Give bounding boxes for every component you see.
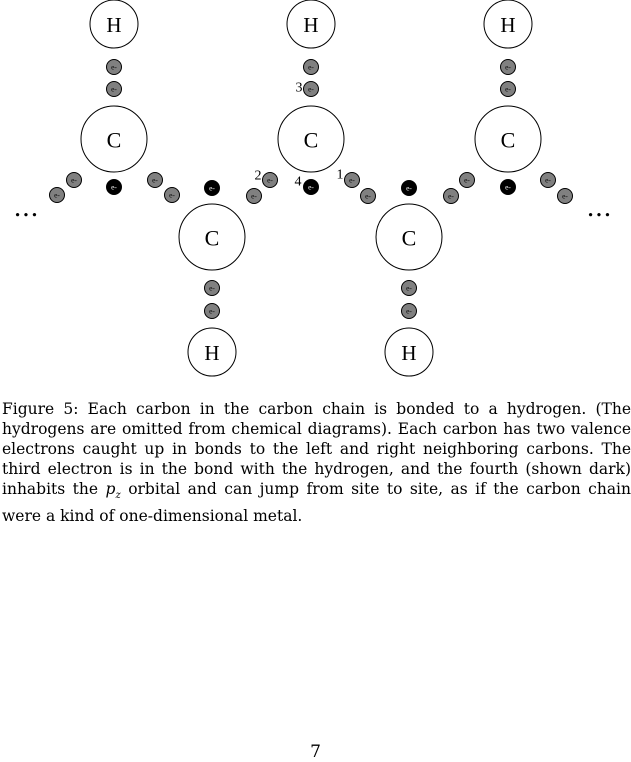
carbon-atom-label: C bbox=[501, 128, 516, 153]
bond-electron bbox=[344, 172, 360, 188]
bond-electron bbox=[303, 59, 319, 75]
electron-label: e- bbox=[209, 184, 215, 193]
electron-label: e- bbox=[349, 176, 355, 185]
carbon-atom-circle bbox=[277, 105, 345, 173]
bond-electron bbox=[557, 188, 573, 204]
bond-electron bbox=[66, 172, 82, 188]
bond-electron bbox=[246, 188, 262, 204]
electron-label: e- bbox=[505, 85, 511, 94]
pz-symbol: pz bbox=[105, 480, 121, 502]
hydrogen-atom-circle bbox=[89, 0, 139, 49]
pz-electron bbox=[401, 180, 417, 196]
carbon-atom-circle bbox=[178, 203, 246, 271]
hydrogen-atom-label: H bbox=[106, 13, 121, 37]
bond-electron bbox=[49, 187, 65, 203]
page-number: 7 bbox=[310, 742, 321, 762]
hydrogen-atom-circle bbox=[384, 327, 434, 377]
bond-electron bbox=[106, 59, 122, 75]
caption-text-1: Each carbon in the carbon chain is bonde… bbox=[2, 400, 631, 498]
bond-electron bbox=[443, 188, 459, 204]
electron-label: e- bbox=[448, 192, 454, 201]
bond-electron bbox=[262, 172, 278, 188]
carbon-atom-label: C bbox=[107, 128, 122, 153]
orbital-number-3: 3 bbox=[296, 81, 303, 96]
bond-electron bbox=[459, 172, 475, 188]
hydrogen-atom-label: H bbox=[303, 13, 318, 37]
bond-electron bbox=[500, 59, 516, 75]
orbital-number-2: 2 bbox=[255, 169, 262, 184]
electron-label: e- bbox=[505, 63, 511, 72]
electron-label: e- bbox=[111, 85, 117, 94]
bond-electron bbox=[401, 303, 417, 319]
pz-electron bbox=[204, 180, 220, 196]
ellipsis-left: • • • bbox=[15, 209, 37, 224]
bond-electron bbox=[204, 303, 220, 319]
bond-electron bbox=[360, 188, 376, 204]
orbital-number-1: 1 bbox=[337, 168, 344, 183]
carbon-atom-circle bbox=[375, 203, 443, 271]
figure-caption: Figure 5: Each carbon in the carbon chai… bbox=[2, 399, 631, 526]
electron-label: e- bbox=[209, 284, 215, 293]
electron-label: e- bbox=[251, 192, 257, 201]
bond-electron bbox=[303, 81, 319, 97]
carbon-atom-label: C bbox=[402, 226, 417, 251]
electron-label: e- bbox=[111, 63, 117, 72]
ellipsis-right: • • • bbox=[588, 209, 610, 224]
caption-label: Figure 5: bbox=[2, 400, 79, 418]
electron-label: e- bbox=[308, 85, 314, 94]
hydrogen-atom-circle bbox=[286, 0, 336, 49]
electron-label: e- bbox=[505, 183, 511, 192]
hydrogen-atom-label: H bbox=[500, 13, 515, 37]
hydrogen-atom-label: H bbox=[401, 341, 416, 365]
electron-label: e- bbox=[562, 192, 568, 201]
bond-electron bbox=[106, 81, 122, 97]
bond-electron bbox=[500, 81, 516, 97]
hydrogen-atom-circle bbox=[483, 0, 533, 49]
pz-electron bbox=[303, 179, 319, 195]
electron-label: e- bbox=[54, 191, 60, 200]
electron-label: e- bbox=[152, 176, 158, 185]
carbon-atom-circle bbox=[474, 105, 542, 173]
electron-label: e- bbox=[365, 192, 371, 201]
electron-label: e- bbox=[406, 184, 412, 193]
bond-electron bbox=[204, 280, 220, 296]
hydrogen-atom-circle bbox=[187, 327, 237, 377]
carbon-atom-label: C bbox=[304, 128, 319, 153]
electron-label: e- bbox=[111, 183, 117, 192]
bond-electron bbox=[164, 187, 180, 203]
electron-label: e- bbox=[71, 176, 77, 185]
carbon-atom-label: C bbox=[205, 226, 220, 251]
electron-label: e- bbox=[308, 63, 314, 72]
hydrogen-atom-label: H bbox=[204, 341, 219, 365]
orbital-number-4: 4 bbox=[295, 175, 302, 190]
electron-label: e- bbox=[406, 284, 412, 293]
carbon-chain-diagram: C He-e-e- C He-e-e- C He-e-e- C He-e-e- C He-e-e-… bbox=[15, 0, 610, 377]
electron-label: e- bbox=[169, 191, 175, 200]
bond-electron bbox=[540, 172, 556, 188]
pz-electron bbox=[500, 179, 516, 195]
pz-electron bbox=[106, 179, 122, 195]
bond-electron bbox=[401, 280, 417, 296]
bond-electron bbox=[147, 172, 163, 188]
electron-label: e- bbox=[464, 176, 470, 185]
electron-label: e- bbox=[209, 307, 215, 316]
electron-label: e- bbox=[545, 176, 551, 185]
electron-label: e- bbox=[308, 183, 314, 192]
carbon-atom-circle bbox=[80, 105, 148, 173]
electron-label: e- bbox=[267, 176, 273, 185]
caption-text-2: orbital and can jump from site to site, … bbox=[2, 480, 631, 526]
electron-label: e- bbox=[406, 307, 412, 316]
